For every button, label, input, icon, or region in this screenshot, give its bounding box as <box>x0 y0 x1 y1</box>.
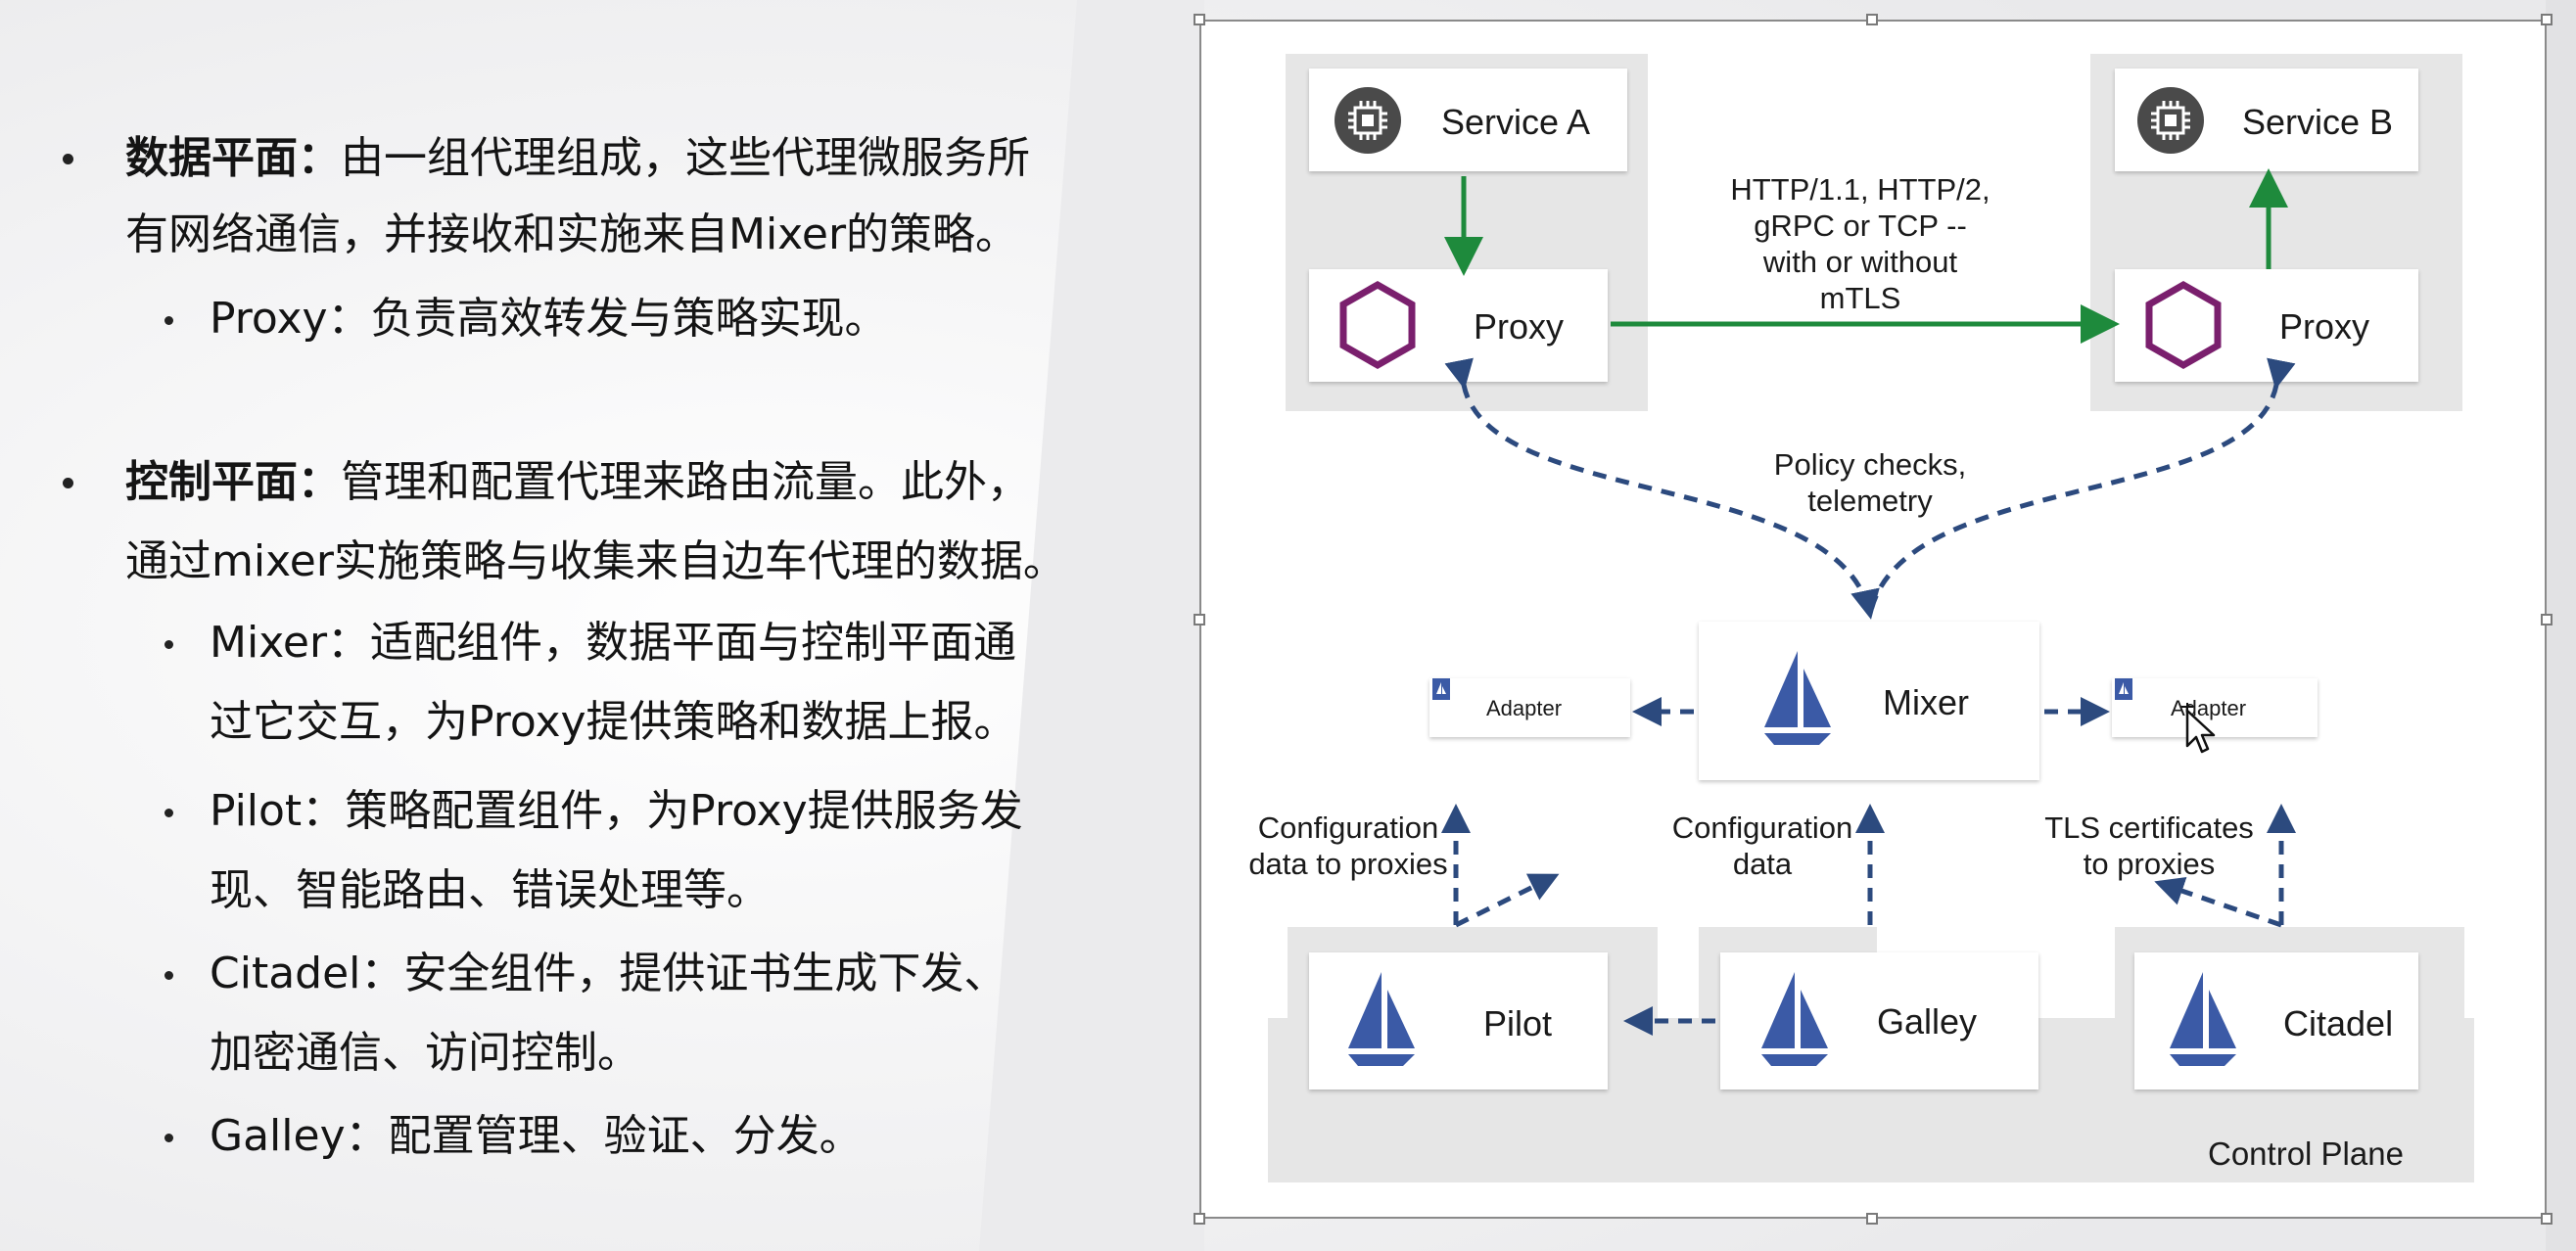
adapter-right-box[interactable]: Adapter <box>2112 678 2318 737</box>
control-plane-desc-1: 管理和配置代理来路由流量。此外， <box>341 457 1030 507</box>
mixer-desc-2: 过它交互，为Proxy提供策略和数据上报。 <box>210 697 1017 747</box>
adapter-icon <box>2115 678 2132 700</box>
data-plane-title: 数据平面： <box>125 133 341 183</box>
proxy-b-mixer-arrow <box>1867 357 2296 616</box>
config-mid-note: Configuration data <box>1645 810 1880 882</box>
control-plane-title: 控制平面： <box>125 457 341 507</box>
green-arrows <box>1444 168 2288 344</box>
service-a-box[interactable]: Service A <box>1309 69 1627 171</box>
proxy-a-mixer-arrow <box>1444 357 1880 620</box>
sub-bullet-dot <box>164 809 173 817</box>
proxy-desc: Proxy：负责高效转发与策略实现。 <box>210 294 888 344</box>
pilot-desc-2: 现、智能路由、错误处理等。 <box>210 865 770 915</box>
config-mid-note-line: data <box>1732 847 1793 881</box>
tls-note-line: to proxies <box>2083 847 2216 881</box>
config-left-note-line: Configuration <box>1257 811 1439 845</box>
galley-desc: Galley：配置管理、验证、分发。 <box>210 1111 863 1161</box>
citadel-label: Citadel <box>2283 1003 2394 1043</box>
citadel-desc-2: 加密通信、访问控制。 <box>210 1028 640 1078</box>
control-plane-line1: 控制平面：管理和配置代理来路由流量。此外， <box>125 453 1030 512</box>
dashed-arrows <box>1441 357 2296 1036</box>
protocol-note: HTTP/1.1, HTTP/2, gRPC or TCP -- with or… <box>1704 171 2017 316</box>
citadel-desc-1: Citadel：安全组件，提供证书生成下发、 <box>210 949 1007 998</box>
adapter-icon <box>1432 678 1450 700</box>
config-left-note: Configuration data to proxies <box>1231 810 1466 882</box>
sail-icon <box>2170 972 2236 1066</box>
sub-bullet-dot <box>164 316 173 325</box>
protocol-note-line: with or without <box>1762 245 1958 279</box>
galley-box[interactable]: Galley <box>1720 952 2038 1089</box>
tls-note-line: TLS certificates <box>2044 811 2254 845</box>
resize-handle-top-right[interactable] <box>2541 14 2553 25</box>
sail-icon <box>1761 972 1828 1066</box>
sub-bullet-dot <box>164 971 173 980</box>
service-a-label: Service A <box>1441 102 1591 142</box>
pilot-box[interactable]: Pilot <box>1309 952 1608 1089</box>
bullet-dot <box>63 154 73 164</box>
mixer-box[interactable]: Mixer <box>1699 622 2039 780</box>
galley-label: Galley <box>1877 1001 1978 1042</box>
bullet-dot <box>63 478 73 488</box>
sail-icon <box>1348 972 1415 1066</box>
resize-handle-top-left[interactable] <box>1194 14 1205 25</box>
pilot-label: Pilot <box>1483 1003 1553 1043</box>
adapter-right-label: Adapter <box>2171 696 2247 720</box>
proxy-a-label: Proxy <box>1474 306 1565 347</box>
data-plane-line1: 数据平面：由一组代理组成，这些代理微服务所 <box>125 129 1030 188</box>
sub-bullet-dot <box>164 640 173 649</box>
hexagon-icon <box>1339 280 1416 370</box>
mixer-desc-1: Mixer：适配组件，数据平面与控制平面通 <box>210 618 1017 668</box>
resize-handle-bottom-left[interactable] <box>1194 1213 1205 1225</box>
chip-icon <box>1335 87 1401 154</box>
protocol-note-line: mTLS <box>1819 281 1901 315</box>
mouse-cursor-icon <box>2181 703 2216 754</box>
config-left-note-line: data to proxies <box>1248 847 1448 881</box>
resize-handle-bottom-right[interactable] <box>2541 1213 2553 1225</box>
pilot-desc-1: Pilot：策略配置组件，为Proxy提供服务发 <box>210 786 1023 836</box>
pilot-config-diag-arrow <box>1454 873 1560 928</box>
citadel-box[interactable]: Citadel <box>2134 952 2418 1089</box>
adapter-left-label: Adapter <box>1486 696 1563 720</box>
control-plane-label: Control Plane <box>2208 1135 2404 1172</box>
control-plane-line2: 通过mixer实施策略与收集来自边车代理的数据。 <box>125 536 1066 586</box>
data-plane-desc-1: 由一组代理组成，这些代理微服务所 <box>341 133 1030 183</box>
chip-icon <box>2137 87 2204 154</box>
service-b-box[interactable]: Service B <box>2115 69 2418 171</box>
resize-handle-left[interactable] <box>1194 614 1205 626</box>
resize-handle-right[interactable] <box>2541 614 2553 626</box>
protocol-note-line: gRPC or TCP -- <box>1754 208 1967 243</box>
proxy-b-box[interactable]: Proxy <box>2115 269 2418 382</box>
sail-icon <box>1764 651 1831 745</box>
data-plane-line2: 有网络通信，并接收和实施来自Mixer的策略。 <box>125 209 1019 259</box>
service-b-label: Service B <box>2242 102 2394 142</box>
mixer-label: Mixer <box>1883 682 1969 722</box>
citadel-tls-diag-arrow <box>2154 876 2282 928</box>
proxy-b-label: Proxy <box>2279 306 2370 347</box>
protocol-note-line: HTTP/1.1, HTTP/2, <box>1730 172 1991 207</box>
tls-note: TLS certificates to proxies <box>2032 810 2267 882</box>
config-mid-note-line: Configuration <box>1671 811 1853 845</box>
adapter-left-box[interactable]: Adapter <box>1429 678 1630 737</box>
sub-bullet-dot <box>164 1134 173 1142</box>
hexagon-icon <box>2145 280 2222 370</box>
resize-handle-top[interactable] <box>1866 14 1878 25</box>
resize-handle-bottom[interactable] <box>1866 1213 1878 1225</box>
